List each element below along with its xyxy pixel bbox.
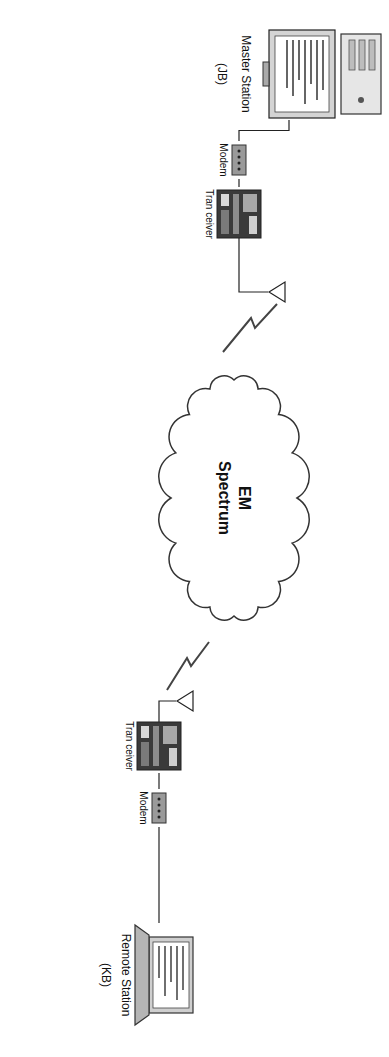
power-button bbox=[358, 97, 364, 103]
transceiver-panel bbox=[169, 748, 177, 766]
device-node: Modem bbox=[217, 141, 249, 179]
transceiver-panel bbox=[153, 726, 159, 766]
device-label: Tran ceiver bbox=[123, 721, 135, 771]
monitor-frame bbox=[269, 30, 335, 118]
laptop-computer bbox=[135, 925, 193, 1025]
transceiver-symbol bbox=[217, 190, 261, 238]
transceiver-panel bbox=[243, 194, 257, 212]
transceiver-panel bbox=[249, 216, 257, 234]
transceiver-panel bbox=[221, 210, 229, 234]
monitor-screen bbox=[275, 36, 329, 112]
cloud-outline bbox=[159, 376, 309, 620]
device-label: Modem bbox=[137, 791, 149, 824]
wire bbox=[239, 120, 289, 141]
modem-light bbox=[158, 798, 161, 801]
modem-symbol bbox=[232, 145, 246, 175]
modem-light bbox=[238, 156, 241, 159]
antenna-wire bbox=[239, 238, 268, 292]
transceiver-symbol bbox=[137, 722, 181, 770]
modem-light bbox=[158, 804, 161, 807]
drive-slot bbox=[359, 40, 365, 70]
modem-light bbox=[238, 168, 241, 171]
device-node: Tran ceiver bbox=[123, 719, 183, 773]
transceiver-panel bbox=[221, 194, 229, 206]
device-label: Tran ceiver bbox=[203, 189, 215, 239]
laptop-base bbox=[135, 925, 149, 1025]
transceiver-body bbox=[217, 190, 261, 238]
transceiver-panel bbox=[163, 726, 177, 744]
cloud-outline bbox=[151, 360, 317, 636]
transceiver-panel bbox=[141, 726, 149, 738]
station-label: Remote Station bbox=[119, 934, 133, 1017]
device-label: Modem bbox=[217, 143, 229, 176]
drive-slot bbox=[349, 40, 355, 70]
transceiver-panel bbox=[141, 742, 149, 766]
antenna-symbol bbox=[177, 691, 193, 711]
modem-symbol bbox=[152, 793, 166, 823]
modem-light bbox=[238, 150, 241, 153]
modem-light bbox=[158, 816, 161, 819]
device-node: Remote Station (KB) bbox=[98, 923, 195, 1027]
antenna-wire bbox=[159, 701, 176, 722]
device-node: Master Station (JB) bbox=[214, 28, 385, 120]
drive-slot bbox=[369, 40, 375, 70]
laptop-screen bbox=[153, 942, 189, 1008]
cloud-label: EM Spectrum bbox=[214, 461, 254, 535]
radio-bolt bbox=[223, 304, 277, 352]
modem-light bbox=[158, 810, 161, 813]
desktop-computer bbox=[263, 30, 381, 118]
radio-bolt bbox=[167, 642, 209, 690]
transceiver-panel bbox=[233, 194, 239, 234]
cloud-region: EM Spectrum bbox=[151, 360, 317, 636]
station-label: (JB) bbox=[214, 63, 228, 85]
modem-light bbox=[238, 162, 241, 165]
modem-body bbox=[152, 793, 166, 823]
station-label: Master Station bbox=[239, 35, 253, 112]
wire bbox=[158, 773, 159, 789]
laptop-lid bbox=[149, 937, 193, 1013]
antenna-symbol bbox=[269, 282, 285, 302]
monitor-stand bbox=[263, 62, 269, 86]
wire bbox=[238, 179, 239, 187]
transceiver-body bbox=[137, 722, 181, 770]
station-label: (KB) bbox=[98, 963, 112, 987]
modem-body bbox=[232, 145, 246, 175]
screen-lines bbox=[287, 40, 323, 104]
wire bbox=[158, 827, 159, 923]
device-node: Modem bbox=[137, 789, 169, 827]
screen-lines bbox=[159, 946, 183, 1000]
computer-case bbox=[341, 34, 381, 114]
device-node: Tran ceiver bbox=[203, 187, 263, 241]
